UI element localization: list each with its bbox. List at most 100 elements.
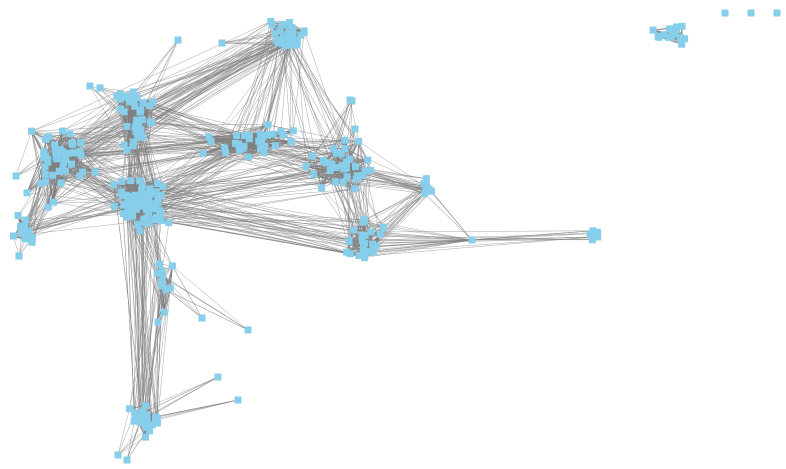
graph-edge (155, 399, 239, 418)
graph-edge (293, 32, 305, 131)
graph-edge (127, 211, 153, 425)
graph-edge (149, 205, 152, 431)
graph-edge (127, 211, 165, 313)
graph-edge (89, 85, 136, 128)
graph-node (289, 34, 297, 42)
graph-node (142, 205, 150, 213)
graph-node (91, 168, 99, 176)
graph-edge (68, 24, 282, 154)
graph-edge (274, 33, 322, 188)
graph-node (302, 163, 310, 171)
graph-edge (116, 95, 250, 136)
graph-edge (146, 187, 322, 210)
graph-edge (26, 144, 55, 193)
graph-edge (117, 436, 146, 456)
graph-node (65, 149, 73, 157)
graph-edge (271, 24, 315, 175)
graph-node (150, 216, 158, 224)
graph-node (40, 154, 48, 162)
graph-node (155, 260, 163, 268)
graph-node (142, 402, 150, 410)
graph-node (264, 121, 272, 129)
graph-node (51, 148, 59, 156)
graph-node (355, 252, 363, 259)
graph-node (158, 267, 166, 275)
graph-node (118, 177, 126, 185)
graph-node (166, 284, 174, 292)
graph-edge (142, 181, 336, 186)
graph-node (77, 151, 85, 159)
graph-node (131, 203, 139, 211)
graph-edge (117, 422, 145, 456)
graph-node (142, 189, 150, 197)
graph-edge (80, 141, 262, 143)
node-layer (10, 9, 781, 464)
graph-edge (202, 44, 298, 154)
graph-node (114, 451, 122, 459)
graph-edge (365, 193, 425, 236)
graph-node (41, 163, 49, 171)
graph-node (256, 130, 264, 138)
graph-edge (364, 190, 427, 220)
graph-node (118, 192, 126, 199)
graph-node (198, 314, 206, 322)
graph-node (117, 90, 124, 98)
graph-node (120, 141, 128, 149)
graph-node (234, 396, 242, 404)
graph-edge (24, 194, 127, 229)
graph-node (134, 220, 141, 228)
graph-node (129, 88, 137, 96)
graph-node (364, 156, 372, 164)
graph-node (51, 141, 59, 149)
graph-node (352, 163, 359, 171)
graph-node (332, 149, 340, 157)
graph-edge (364, 236, 593, 257)
graph-node (289, 27, 297, 35)
graph-edge (99, 87, 137, 121)
graph-node (120, 108, 128, 116)
graph-edge (17, 156, 57, 216)
graph-node (23, 189, 31, 197)
graph-node (146, 185, 154, 193)
graph-node (154, 180, 161, 187)
graph-node (367, 228, 375, 236)
graph-node (359, 248, 367, 256)
graph-edge (346, 161, 425, 194)
graph-node (127, 177, 135, 185)
graph-node (343, 173, 351, 181)
graph-node (422, 175, 430, 183)
graph-edge (344, 148, 427, 187)
graph-node (421, 190, 429, 198)
graph-node (654, 32, 662, 40)
graph-edge (150, 194, 350, 241)
graph-edge (289, 22, 322, 188)
graph-edge (82, 150, 240, 173)
graph-node (134, 132, 142, 140)
graph-edge (32, 142, 81, 238)
graph-edge (364, 239, 473, 257)
graph-node (218, 39, 226, 47)
graph-node (40, 148, 48, 156)
graph-edge (165, 289, 249, 331)
graph-edge (31, 21, 271, 132)
graph-edge (297, 41, 350, 160)
graph-node (676, 34, 684, 41)
graph-edge (53, 194, 127, 203)
graph-edge (139, 155, 313, 231)
graph-node (96, 84, 104, 92)
graph-edge (297, 41, 343, 166)
graph-node (125, 192, 132, 200)
graph-node (14, 212, 22, 219)
graph-node (131, 191, 139, 199)
graph-edge (13, 219, 155, 237)
graph-node (133, 94, 141, 102)
graph-edge (343, 100, 353, 170)
graph-edge (383, 227, 473, 241)
graph-node (138, 409, 146, 417)
graph-edge (56, 145, 245, 160)
graph-node (59, 127, 66, 135)
graph-edge (303, 30, 346, 149)
graph-node (42, 178, 50, 186)
graph-node (159, 271, 167, 279)
